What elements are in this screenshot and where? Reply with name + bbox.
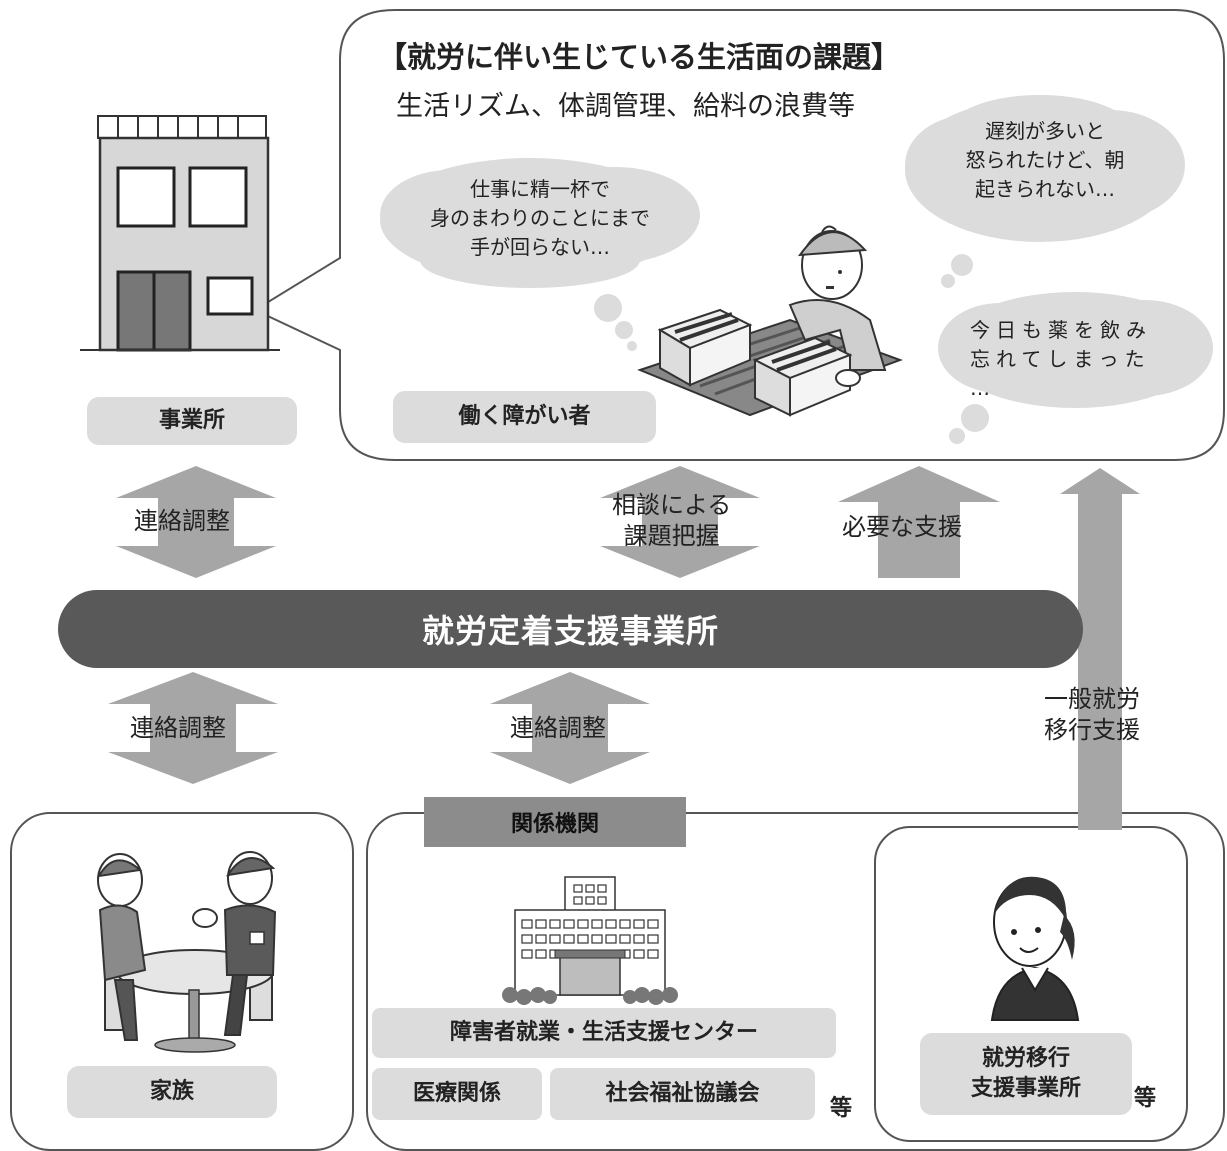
cloud-text-work: 仕事に精一杯で 身のまわりのことにまで 手が回らない…	[390, 175, 690, 262]
social-welfare-council-label: 社会福祉協議会	[550, 1068, 815, 1120]
office-label: 事業所	[87, 397, 297, 445]
cloud-late-line-3: 起きられない…	[975, 177, 1115, 201]
arrow-support-label: 必要な支援	[842, 513, 962, 541]
arrow-orgs-link	[490, 672, 650, 784]
arrow-support	[838, 466, 1000, 578]
family-meeting-illustration	[97, 851, 277, 1053]
arrow-transition	[1060, 468, 1140, 830]
transition-office-line-1: 就労移行	[981, 1046, 1070, 1072]
employment-support-center-label: 障害者就業・生活支援センター	[372, 1008, 836, 1058]
arrow-consult	[600, 466, 760, 578]
family-label: 家族	[67, 1066, 277, 1118]
arrow-transition-line-2: 移行支援	[1044, 716, 1140, 745]
cloud-medicine-line-3: …	[970, 376, 996, 400]
thought-cloud-late	[905, 95, 1185, 288]
office-building-illustration	[80, 115, 280, 352]
cloud-late-line-2: 怒られたけど、朝	[965, 148, 1125, 172]
arrow-consult-line-1: 相談による	[612, 491, 732, 519]
transition-support-office-label: 就労移行 支援事業所	[920, 1033, 1132, 1115]
support-staff-illustration	[990, 876, 1080, 1021]
arrow-transition-label: 一般就労 移行支援	[1044, 684, 1140, 746]
arrow-consult-line-2: 課題把握	[623, 522, 720, 551]
central-bar-label: 就労定着支援事業所	[58, 590, 1083, 668]
cloud-work-line-1: 仕事に精一杯で	[470, 177, 610, 201]
arrow-office-link	[116, 466, 276, 578]
worker-illustration	[637, 225, 903, 417]
cloud-medicine-line-1: 今日も薬を飲み	[970, 318, 1152, 342]
cloud-medicine-line-2: 忘れてしまった	[970, 347, 1151, 371]
medical-label: 医療関係	[372, 1068, 542, 1120]
thought-cloud-work	[380, 158, 700, 351]
arrow-orgs-link-label: 連絡調整	[510, 714, 606, 742]
cloud-work-line-3: 手が回らない…	[470, 235, 610, 259]
arrow-family-link	[108, 672, 278, 784]
thought-cloud-medicine	[938, 292, 1213, 444]
transition-office-line-2: 支援事業所	[970, 1076, 1081, 1101]
bubble-subtitle: 生活リズム、体調管理、給料の浪費等	[396, 91, 855, 122]
arrow-office-link-label: 連絡調整	[134, 507, 230, 535]
cloud-text-late: 遅刻が多いと 怒られたけど、朝 起きられない…	[920, 117, 1170, 204]
cloud-text-medicine: 今日も薬を飲み 忘れてしまった …	[970, 316, 1190, 403]
related-orgs-tab: 関係機関	[424, 797, 686, 847]
hospital-building-illustration	[502, 876, 678, 1005]
arrow-consult-label: 相談による 課題把握	[612, 490, 731, 552]
worker-label: 働く障がい者	[393, 391, 656, 443]
arrow-transition-line-1: 一般就労	[1044, 685, 1140, 713]
cloud-late-line-1: 遅刻が多いと	[985, 119, 1105, 143]
etc-mark-transition: 等	[1134, 1086, 1157, 1111]
etc-mark-orgs: 等	[830, 1096, 853, 1121]
arrow-family-link-label: 連絡調整	[130, 714, 226, 742]
cloud-work-line-2: 身のまわりのことにまで	[430, 206, 650, 230]
bubble-title: 【就労に伴い生じている生活面の課題】	[378, 40, 901, 74]
